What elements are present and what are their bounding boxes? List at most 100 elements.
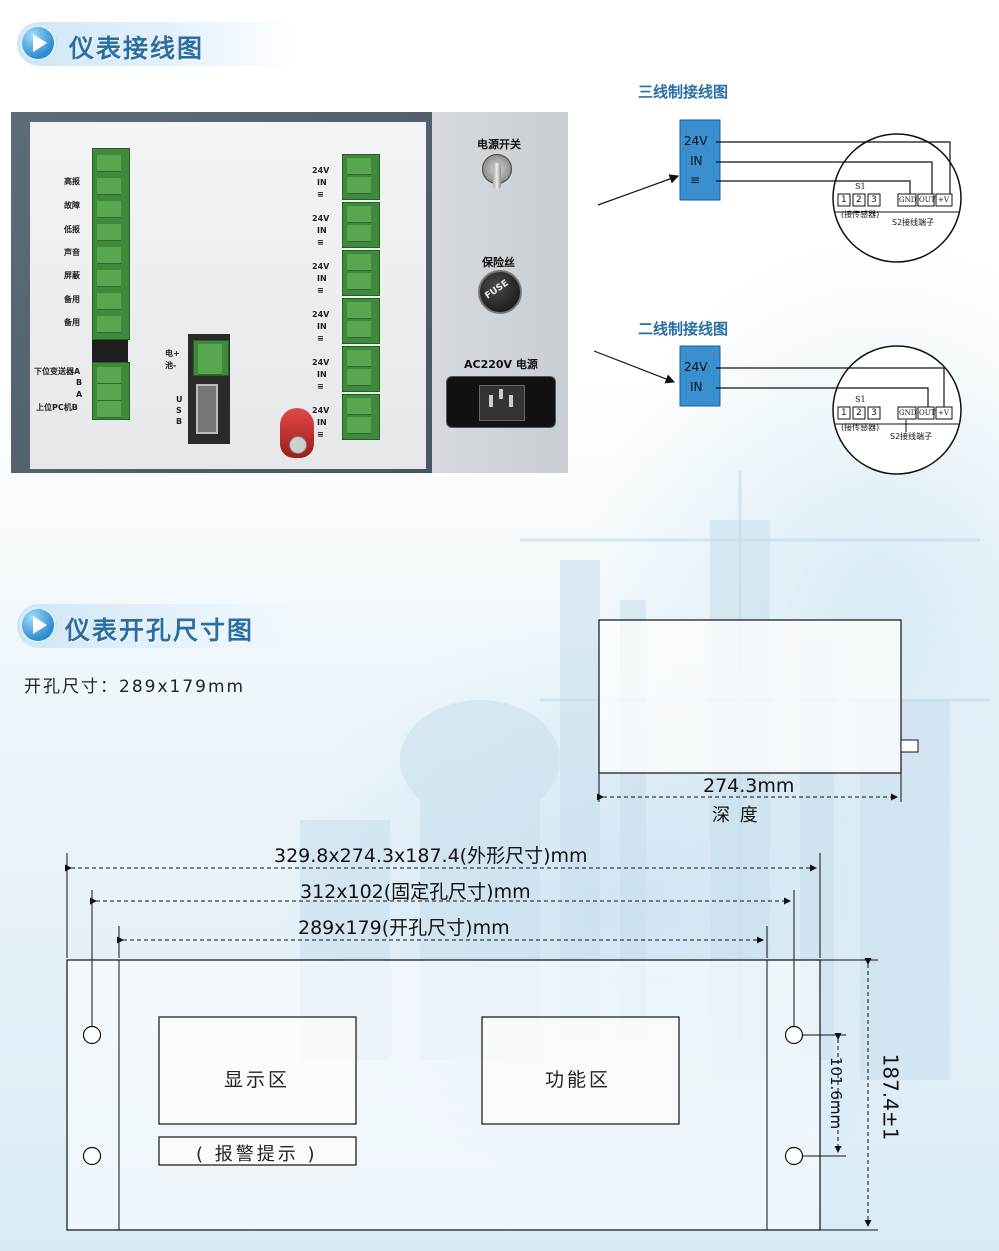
depth-value: 274.3mm: [703, 775, 795, 797]
usb-label: USB: [176, 395, 183, 426]
two-wire-s1-label: S1: [855, 395, 866, 404]
three-wire-title: 三线制接线图: [638, 83, 729, 101]
depth-label: 深 度: [712, 805, 760, 826]
fuse-label: 保险丝: [482, 256, 515, 269]
three-wire-terminal-24v: 24V: [684, 134, 708, 148]
three-wire-s2-note: S2接线端子: [892, 218, 935, 227]
terminal-plate: 高报 故障 低报 声音 屏蔽 备用 备用 下位变送器A B A 上位PC机B 电…: [30, 122, 426, 469]
channel-6-label-gnd: ≡: [317, 430, 324, 439]
outline-dimension: 329.8x274.3x187.4(外形尺寸)mm: [274, 845, 588, 867]
three-wire-diagram: [597, 119, 962, 263]
wiring-title-text: 仪表接线图: [69, 34, 205, 63]
three-wire-s1-num-2: 2: [856, 195, 862, 205]
channel-5-label-in: IN: [317, 370, 327, 379]
two-wire-terminal-in: IN: [690, 380, 703, 394]
two-wire-sensor-circle: [832, 345, 962, 475]
relay-label-fault: 故障: [64, 201, 80, 210]
two-wire-s1-num-2: 2: [856, 408, 862, 418]
cutout-section-title: 仪表开孔尺寸图: [17, 604, 297, 648]
back-panel-photo: 高报 故障 低报 声音 屏蔽 备用 备用 下位变送器A B A 上位PC机B 电…: [11, 112, 568, 473]
two-wire-pointer-arrow: [593, 350, 676, 384]
channel-4-label-gnd: ≡: [317, 334, 324, 343]
channel-3-label-24v: 24V: [312, 262, 330, 271]
comm-label-upper-b: 上位PC机B: [36, 403, 78, 412]
three-wire-s2-gnd: GND: [899, 196, 917, 204]
channel-4-label-24v: 24V: [312, 310, 330, 319]
channel-3-label-gnd: ≡: [317, 286, 324, 295]
two-wire-s1-note: (接传感器): [841, 423, 880, 432]
power-section-plate: 电源开关 保险丝 FUSE AC220V 电源: [432, 112, 568, 473]
two-wire-s1-num-1: 1: [841, 408, 847, 418]
fixing-hole-top-right: [784, 1025, 804, 1045]
channel-5-label-24v: 24V: [312, 358, 330, 367]
two-wire-s2-v: +V: [938, 409, 949, 417]
two-wire-s2-note: S2接线端子: [890, 432, 933, 441]
two-wire-terminal-24v: 24V: [684, 360, 708, 374]
three-wire-terminal-in: IN: [690, 154, 703, 168]
channel-4-label-in: IN: [317, 322, 327, 331]
relay-label-mask: 屏蔽: [64, 271, 80, 280]
display-zone-label: 显示区: [224, 1069, 291, 1091]
two-wire-s2-gnd: GND: [899, 409, 917, 417]
display-zone-box: [158, 1016, 357, 1125]
relay-label-low: 低报: [64, 225, 80, 234]
comm-terminal-block: [92, 362, 130, 420]
three-wire-terminal-gnd: ≡: [690, 173, 701, 187]
channel-2-label-24v: 24V: [312, 214, 330, 223]
two-wire-diagram: [593, 345, 962, 475]
three-wire-s1-num-1: 1: [841, 195, 847, 205]
cutout-size-note: 开孔尺寸：289x179mm: [24, 677, 246, 697]
two-wire-s1-num-3: 3: [871, 408, 877, 418]
fixing-height-dimension: 101.6mm: [827, 1056, 846, 1130]
channel-3-label-in: IN: [317, 274, 327, 283]
play-arrow-icon: [19, 606, 57, 644]
comm-label-a: A: [76, 390, 83, 399]
three-wire-terminal-block: [679, 119, 721, 201]
three-wire-s1-num-3: 3: [871, 195, 877, 205]
total-height-dimension: 187.4±1: [878, 1053, 903, 1141]
function-zone-label: 功能区: [545, 1069, 612, 1091]
comm-label-b: B: [76, 378, 83, 387]
front-view-drawing: [65, 853, 878, 1231]
two-wire-title: 二线制接线图: [638, 320, 729, 338]
ground-screw-icon: [280, 408, 314, 458]
channel-6-label-24v: 24V: [312, 406, 330, 415]
fixing-hole-dimension: 312x102(固定孔尺寸)mm: [300, 881, 531, 903]
battery-label-plus: 电+: [165, 349, 180, 358]
alarm-zone-box: [158, 1136, 357, 1166]
three-wire-pointer-arrow: [597, 174, 680, 206]
three-wire-s1-note: (接传感器): [841, 210, 880, 219]
three-wire-s2-out: OUT: [919, 196, 936, 204]
power-switch-label: 电源开关: [477, 138, 521, 151]
function-zone-box: [481, 1016, 680, 1125]
comm-label-lower-a: 下位变送器A: [34, 367, 81, 376]
relay-label-spare1: 备用: [64, 295, 80, 304]
three-wire-s1-label: S1: [855, 182, 866, 191]
three-wire-sensor-circle: [832, 133, 962, 263]
battery-terminal-block: [193, 340, 229, 376]
ac-power-label: AC220V 电源: [464, 358, 538, 371]
power-switch-icon: [482, 154, 512, 189]
wiring-section-title: 仪表接线图: [17, 22, 297, 66]
side-view-drawing: [597, 619, 919, 802]
fixing-hole-bottom-right: [784, 1146, 804, 1166]
two-wire-terminal-block: [679, 345, 721, 407]
relay-label-high: 高报: [64, 177, 80, 186]
channel-5-label-gnd: ≡: [317, 382, 324, 391]
relay-terminal-block: [92, 148, 130, 340]
channel-1-label-gnd: ≡: [317, 190, 324, 199]
relay-label-spare2: 备用: [64, 318, 80, 327]
play-arrow-icon: [19, 24, 57, 62]
fuse-holder-icon: FUSE: [478, 270, 522, 314]
relay-label-sound: 声音: [64, 248, 80, 257]
channel-2-label-in: IN: [317, 226, 327, 235]
two-wire-s2-out: OUT: [919, 409, 936, 417]
channel-6-label-in: IN: [317, 418, 327, 427]
alarm-zone-label: ( 报警提示 ): [196, 1144, 318, 1165]
fixing-hole-bottom-left: [82, 1146, 102, 1166]
usb-port-icon: [196, 384, 218, 434]
three-wire-s2-v: +V: [938, 196, 949, 204]
channel-1-label-in: IN: [317, 178, 327, 187]
